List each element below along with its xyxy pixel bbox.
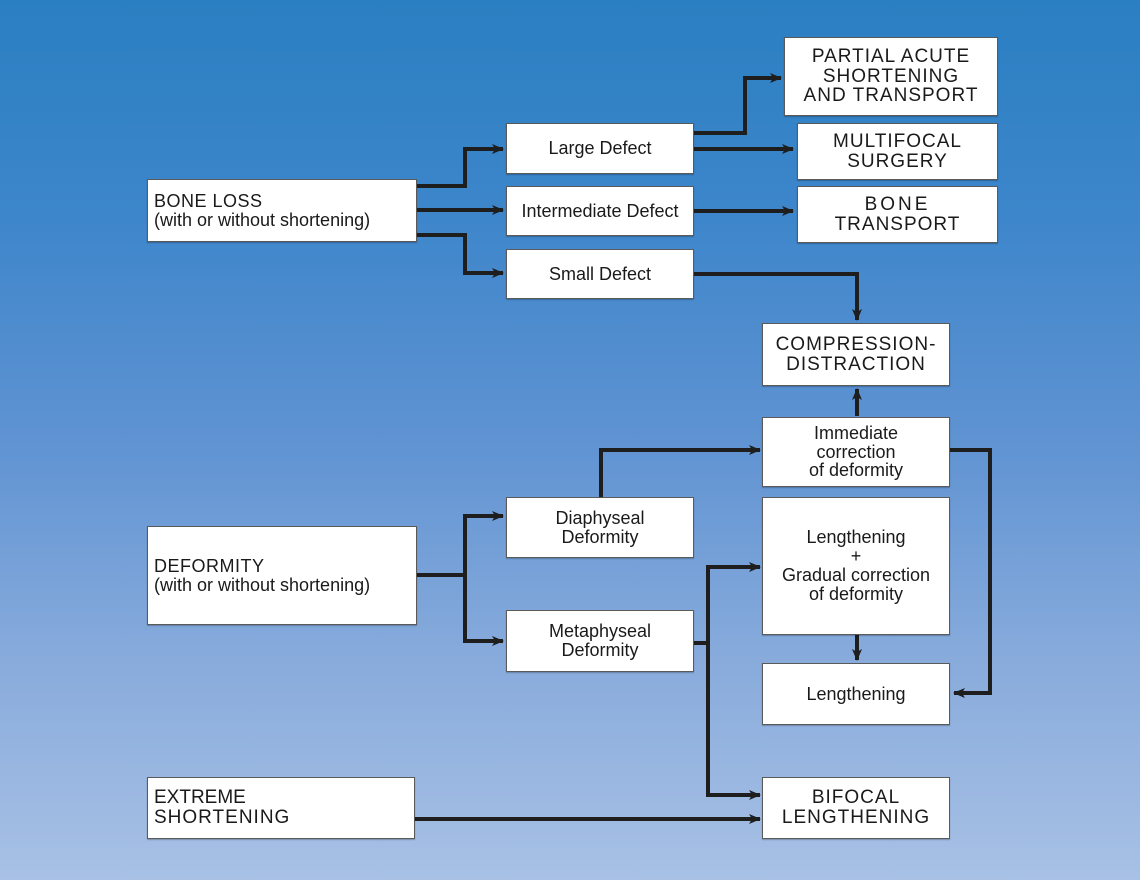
node-deformity: DEFORMITY (with or without shortening) [147, 526, 417, 625]
node-immediate-line2: correction [816, 441, 896, 462]
node-compression-line2: DISTRACTION [786, 353, 926, 375]
node-bifocal-lengthening: BIFOCAL LENGTHENING [762, 777, 950, 839]
node-large-defect-label: Large Defect [548, 138, 652, 159]
edge-immediate-lengthening [950, 448, 992, 698]
node-diaphyseal-line2: Deformity [561, 526, 639, 547]
edge-metaphyseal-bifocal [706, 643, 761, 800]
edge-deformity-diaphyseal [417, 511, 504, 577]
node-intermediate-defect: Intermediate Defect [506, 186, 694, 236]
node-metaphyseal-line2: Deformity [561, 640, 639, 660]
node-lengthening-gradual: Lengthening + Gradual correction of defo… [762, 497, 950, 635]
node-partial-acute-line2: SHORTENING [822, 65, 960, 87]
node-immediate-correction: Immediate correction of deformity [762, 417, 950, 487]
node-multifocal: MULTIFOCAL SURGERY [797, 123, 998, 180]
edge-bone-loss-small-defect [417, 233, 504, 278]
edge-large-defect-partial-acute [694, 73, 782, 135]
edge-metaphyseal-gradual [694, 562, 761, 645]
node-lengthening-label: Lengthening [806, 683, 906, 704]
node-immediate-line1: Immediate [813, 422, 899, 443]
node-immediate-line3: of deformity [808, 460, 904, 481]
node-bone-loss: BONE LOSS (with or without shortening) [147, 179, 417, 242]
edge-diaphyseal-immediate [599, 445, 761, 497]
edge-small-defect-compression [694, 272, 862, 321]
node-multifocal-line2: SURGERY [847, 150, 948, 172]
node-diaphyseal-line1: Diaphyseal [555, 507, 645, 528]
node-extreme-line1: EXTREME [154, 787, 246, 809]
node-bone-transport-line2: TRANSPORT [834, 213, 961, 235]
node-compression-distraction: COMPRESSION- DISTRACTION [762, 323, 950, 386]
node-intermediate-defect-label: Intermediate Defect [521, 200, 679, 221]
node-multifocal-line1: MULTIFOCAL [833, 130, 962, 152]
node-bone-loss-subtitle: (with or without shortening) [154, 209, 371, 230]
node-gradual-line4: of deformity [808, 583, 904, 604]
node-bone-transport: BONE TRANSPORT [797, 186, 998, 243]
node-gradual-line2: + [850, 546, 862, 567]
edge-deformity-metaphyseal [463, 575, 504, 646]
node-large-defect: Large Defect [506, 123, 694, 174]
node-small-defect: Small Defect [506, 249, 694, 299]
node-bifocal-line2: LENGTHENING [781, 807, 931, 828]
node-extreme-shortening: EXTREME SHORTENING [147, 777, 415, 839]
node-partial-acute: PARTIAL ACUTE SHORTENING AND TRANSPORT [784, 37, 998, 116]
node-bone-transport-line1: BONE [864, 193, 931, 215]
node-metaphyseal-line1: Metaphyseal [548, 621, 652, 642]
node-bone-loss-title: BONE LOSS [154, 190, 263, 211]
node-metaphyseal: Metaphyseal Deformity [506, 610, 694, 672]
node-gradual-line3: Gradual correction [781, 565, 931, 585]
node-partial-acute-line1: PARTIAL ACUTE [811, 45, 971, 67]
node-lengthening: Lengthening [762, 663, 950, 725]
node-partial-acute-line3: AND TRANSPORT [803, 85, 979, 107]
node-deformity-subtitle: (with or without shortening) [154, 574, 371, 595]
node-gradual-line1: Lengthening [806, 527, 906, 548]
node-bifocal-line1: BIFOCAL [811, 787, 901, 809]
edge-bone-loss-large-defect [417, 144, 504, 188]
node-compression-line1: COMPRESSION- [775, 333, 937, 355]
node-deformity-title: DEFORMITY [154, 555, 265, 576]
node-extreme-line2: SHORTENING [154, 807, 291, 828]
node-small-defect-label: Small Defect [548, 263, 652, 284]
node-diaphyseal: Diaphyseal Deformity [506, 497, 694, 558]
